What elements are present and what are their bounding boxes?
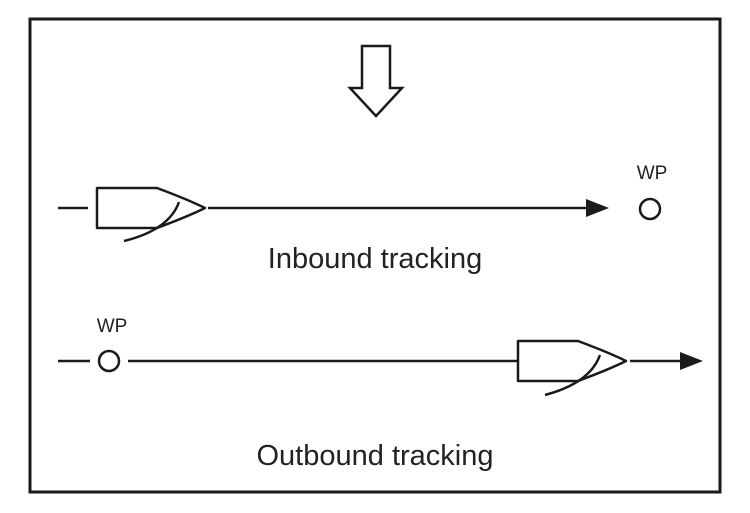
waypoint-circle-icon — [97, 349, 121, 373]
diagram-frame — [28, 17, 722, 494]
outbound-caption: Outbound tracking — [257, 440, 494, 472]
outbound-row: WP Outbound tracking — [58, 316, 703, 472]
arrowhead-icon — [586, 199, 609, 217]
down-arrow-icon — [347, 44, 405, 118]
waypoint-circle-icon — [638, 197, 662, 221]
outbound-waypoint-label: WP — [97, 316, 128, 337]
inbound-caption: Inbound tracking — [268, 243, 482, 275]
boat-icon — [95, 186, 207, 243]
inbound-row: WP Inbound tracking — [58, 163, 667, 275]
arrowhead-icon — [680, 352, 703, 370]
boat-icon — [516, 339, 628, 397]
inbound-waypoint-label: WP — [637, 163, 668, 184]
